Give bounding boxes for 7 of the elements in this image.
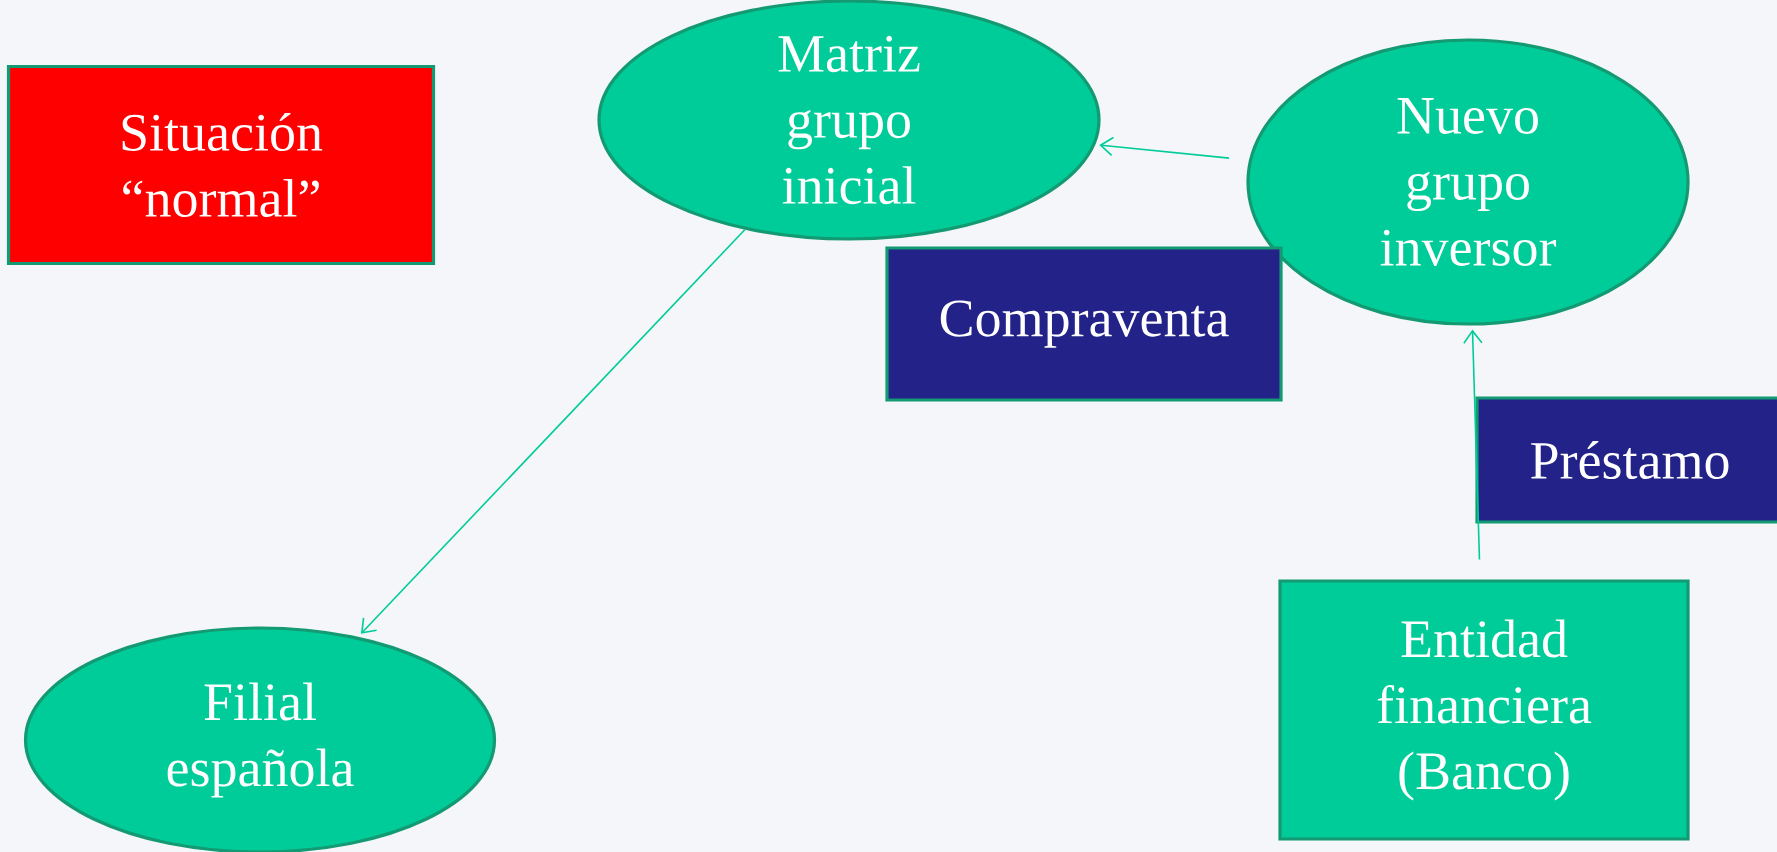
arrow (1463, 329, 1483, 561)
operation-box: Compraventa (885, 246, 1283, 402)
operation-box: Préstamo (1475, 396, 1777, 524)
arrow (360, 228, 746, 634)
situation-box: Situación “normal” (6, 64, 436, 266)
bank-box: Entidad financiera (Banco) (1278, 579, 1690, 841)
arrow (1099, 136, 1230, 159)
